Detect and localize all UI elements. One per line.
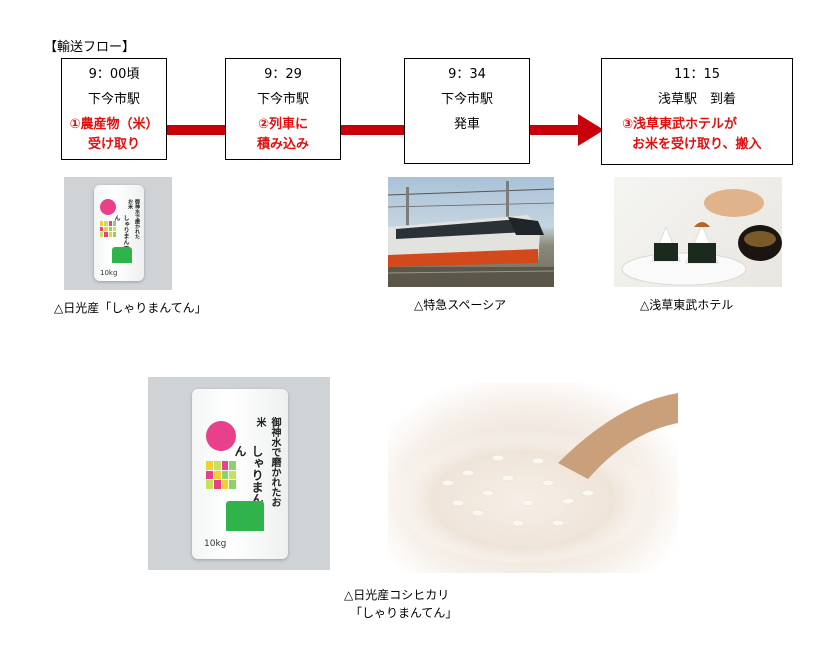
flow-step-4: 11：15 浅草駅 到着 ③浅草東武ホテルが お米を受け取り、搬入: [601, 58, 793, 165]
pink-circle: [206, 421, 236, 451]
bag-name: しゃりまんてん: [113, 215, 129, 251]
step-action: 発車: [453, 117, 480, 132]
step-action: お米を受け取り、搬入: [632, 137, 762, 152]
flow-step-2: 9：29 下今市駅 ②列車に 積み込み: [225, 58, 341, 160]
bag-tagline: 御神水で磨かれたお米: [254, 417, 280, 507]
caption-bag-large-1: △日光産コシヒカリ: [344, 588, 450, 602]
step-station: 浅草駅 到着: [657, 92, 736, 107]
step-time: 9：29: [264, 67, 302, 82]
flow-arrow-1: [167, 125, 225, 135]
flow-arrow-3-shaft: [530, 125, 580, 135]
green-mountain: [112, 247, 132, 263]
train-illustration: [388, 181, 554, 287]
caption-train: △特急スペーシア: [414, 298, 507, 312]
flow-step-1: 9：00頃 下今市駅 ①農産物（米） 受け取り: [61, 58, 167, 160]
rice-spoon-illustration: [393, 393, 678, 563]
flow-arrow-2: [341, 125, 404, 135]
step-action: ③浅草東武ホテルが: [622, 117, 738, 132]
step-action: ②列車に: [257, 117, 308, 132]
caption-bag-large-2: 「しゃりまんてん」: [350, 606, 458, 620]
bag-name: しゃりまんてん: [233, 445, 264, 517]
pink-circle: [100, 199, 116, 215]
bag-weight: 10kg: [100, 269, 118, 277]
caption-hotel: △浅草東武ホテル: [640, 298, 734, 312]
caption-bag-small: △日光産「しゃりまんてん」: [54, 301, 207, 315]
bag-tagline: 御神水で磨かれたお米: [127, 199, 140, 239]
step-action: 受け取り: [87, 137, 140, 152]
hotel-food-photo: [614, 177, 782, 287]
onigiri-illustration: [621, 189, 782, 286]
color-mosaic: [206, 461, 236, 489]
train-photo: [388, 177, 554, 287]
flow-heading: 【輸送フロー】: [44, 40, 136, 55]
step-station: 下今市駅: [256, 92, 309, 107]
bag-weight: 10kg: [204, 539, 227, 549]
rice-bag-photo-small: 御神水で磨かれたお米 しゃりまんてん 10kg: [64, 177, 172, 290]
step-station: 下今市駅: [87, 92, 140, 107]
step-station: 下今市駅: [440, 92, 493, 107]
rice-bag: 御神水で磨かれたお米 しゃりまんてん 10kg: [192, 389, 288, 559]
color-mosaic: [100, 221, 116, 237]
step-time: 9：34: [448, 67, 486, 82]
step-action: ①農産物（米）: [69, 117, 159, 132]
rice-bag: 御神水で磨かれたお米 しゃりまんてん 10kg: [94, 185, 144, 281]
rice-bag-photo-large: 御神水で磨かれたお米 しゃりまんてん 10kg: [148, 377, 330, 570]
step-action: 積み込み: [256, 137, 309, 152]
flow-step-3: 9：34 下今市駅 発車: [404, 58, 530, 164]
green-mountain: [226, 501, 264, 531]
step-time: 9：00頃: [88, 67, 140, 82]
step-time: 11：15: [673, 67, 721, 82]
cooked-rice-photo: [388, 383, 678, 573]
flow-arrowhead: [578, 114, 604, 146]
